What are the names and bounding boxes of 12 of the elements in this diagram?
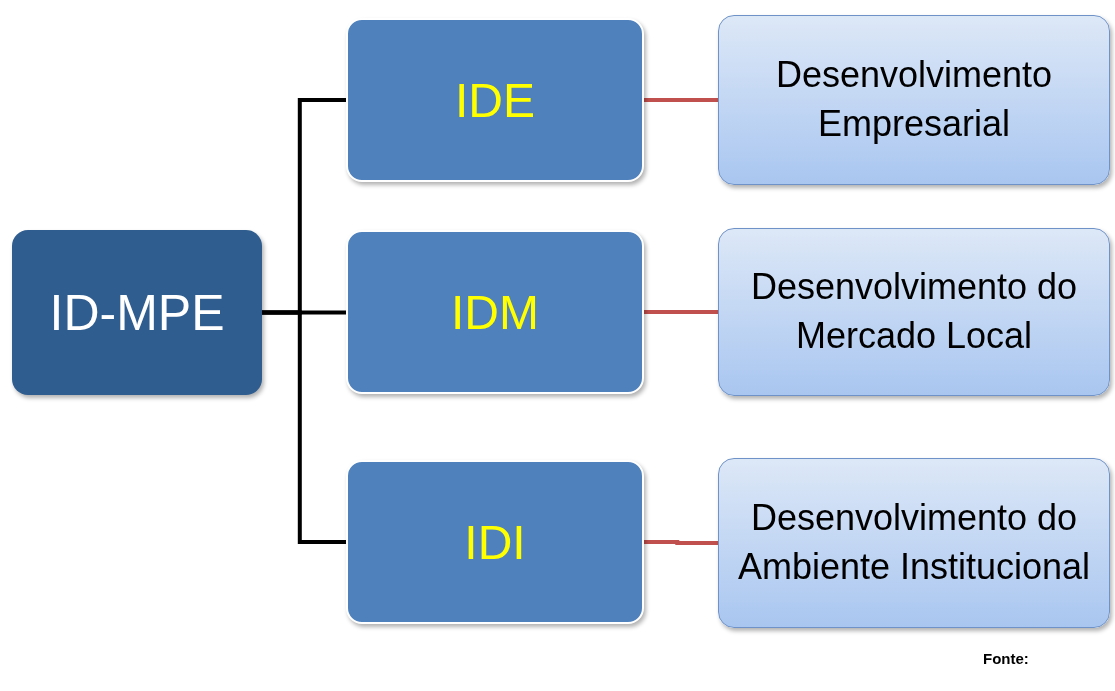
category-box: IDM (346, 230, 644, 394)
source-note: Fonte: (983, 650, 1029, 667)
connector-line (644, 540, 718, 545)
connector-line (262, 310, 346, 544)
category-box: IDI (346, 460, 644, 624)
category-box: IDE (346, 18, 644, 182)
dimension-box: Desenvolvimento do Ambiente Institucional (718, 458, 1110, 628)
root-box: ID-MPE (12, 230, 262, 395)
dimension-box: Desenvolvimento Empresarial (718, 15, 1110, 185)
dimension-box: Desenvolvimento do Mercado Local (718, 228, 1110, 396)
connector-line (644, 98, 718, 102)
connector-line (644, 310, 718, 314)
